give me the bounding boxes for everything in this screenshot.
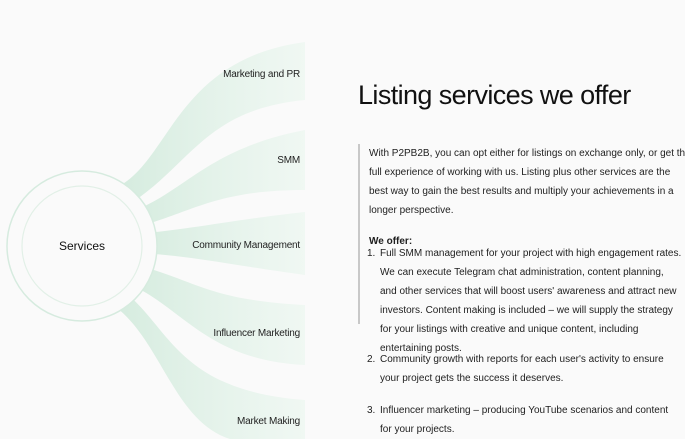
- intro-block: With P2PB2B, you can opt either for list…: [358, 144, 685, 324]
- branch-ribbon-market-making: [105, 285, 305, 439]
- branch-ribbon-influencer: [118, 262, 305, 365]
- branch-ribbon-community: [125, 212, 305, 275]
- offer-number: 2.: [367, 354, 376, 365]
- page-title: Listing services we offer: [358, 80, 631, 110]
- branch-ribbon-smm: [120, 130, 305, 230]
- offer-item-1: 1. Full SMM management for your project …: [367, 244, 682, 358]
- offer-number: 3.: [367, 405, 376, 416]
- offer-text: Influencer marketing – producing YouTube…: [380, 405, 669, 435]
- offer-number: 1.: [367, 248, 376, 259]
- branch-label-marketing-pr: Marketing and PR: [223, 69, 300, 80]
- intro-text: With P2PB2B, you can opt either for list…: [369, 148, 685, 216]
- services-center-label: Services: [58, 239, 105, 253]
- offer-text: Full SMM management for your project wit…: [380, 248, 682, 354]
- offer-text: Community growth with reports for each u…: [380, 354, 664, 384]
- offer-heading: We offer:: [369, 236, 413, 247]
- branch-label-community-management: Community Management: [192, 240, 300, 251]
- branch-ribbon-marketing: [110, 42, 305, 210]
- branch-label-market-making: Market Making: [237, 416, 300, 427]
- inner-circle: [21, 185, 143, 307]
- branch-label-influencer-marketing: Influencer Marketing: [213, 328, 300, 339]
- offer-item-3: 3. Influencer marketing – producing YouT…: [367, 401, 682, 439]
- offer-item-2: 2. Community growth with reports for eac…: [367, 350, 682, 388]
- services-diagram: [6, 42, 305, 439]
- branch-label-smm: SMM: [277, 155, 300, 166]
